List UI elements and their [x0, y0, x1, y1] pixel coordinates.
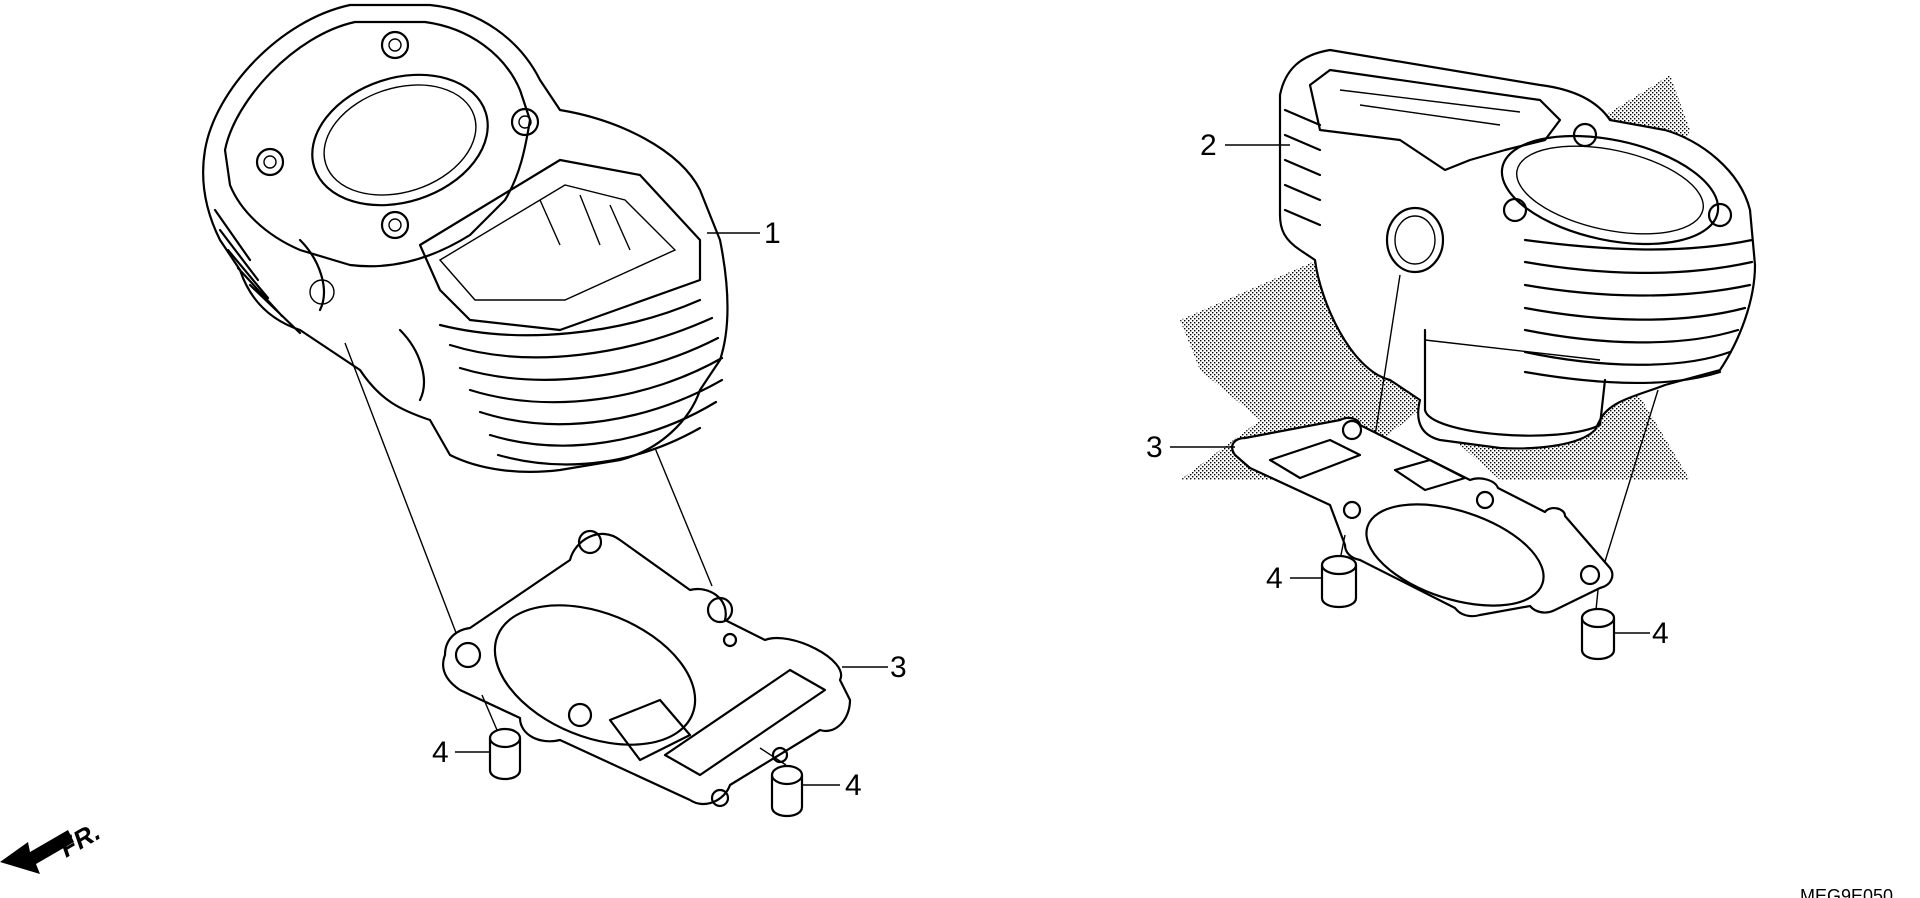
callout-right-cylinder: 2	[1200, 129, 1217, 162]
callout-left-dowel-1: 4	[432, 736, 449, 769]
direction-arrow-icon	[0, 830, 74, 874]
front-direction-indicator: FR.	[0, 816, 105, 874]
right-gasket-drawing	[1231, 416, 1614, 618]
left-assembly: 1 3 4 4	[202, 3, 907, 818]
callout-left-dowel-2: 4	[845, 769, 862, 802]
left-dowel-pin-1	[481, 694, 522, 781]
diagram-code: MEG9E050	[1800, 886, 1893, 898]
callout-right-gasket: 3	[1146, 431, 1163, 464]
right-dowel-pin-2	[1580, 589, 1616, 661]
direction-label: FR.	[54, 816, 105, 863]
left-cylinder-drawing	[202, 3, 729, 473]
right-cylinder-drawing	[1278, 48, 1757, 450]
callout-left-gasket: 3	[890, 651, 907, 684]
left-gasket-drawing	[442, 529, 852, 808]
callout-right-dowel-2: 4	[1652, 617, 1669, 650]
right-assembly: 2 3 4 4	[1146, 48, 1757, 661]
callout-right-dowel-1: 4	[1266, 562, 1283, 595]
left-dowel-pin-2	[759, 747, 804, 818]
right-dowel-pin-1	[1320, 534, 1358, 609]
callout-left-cylinder: 1	[764, 217, 781, 250]
